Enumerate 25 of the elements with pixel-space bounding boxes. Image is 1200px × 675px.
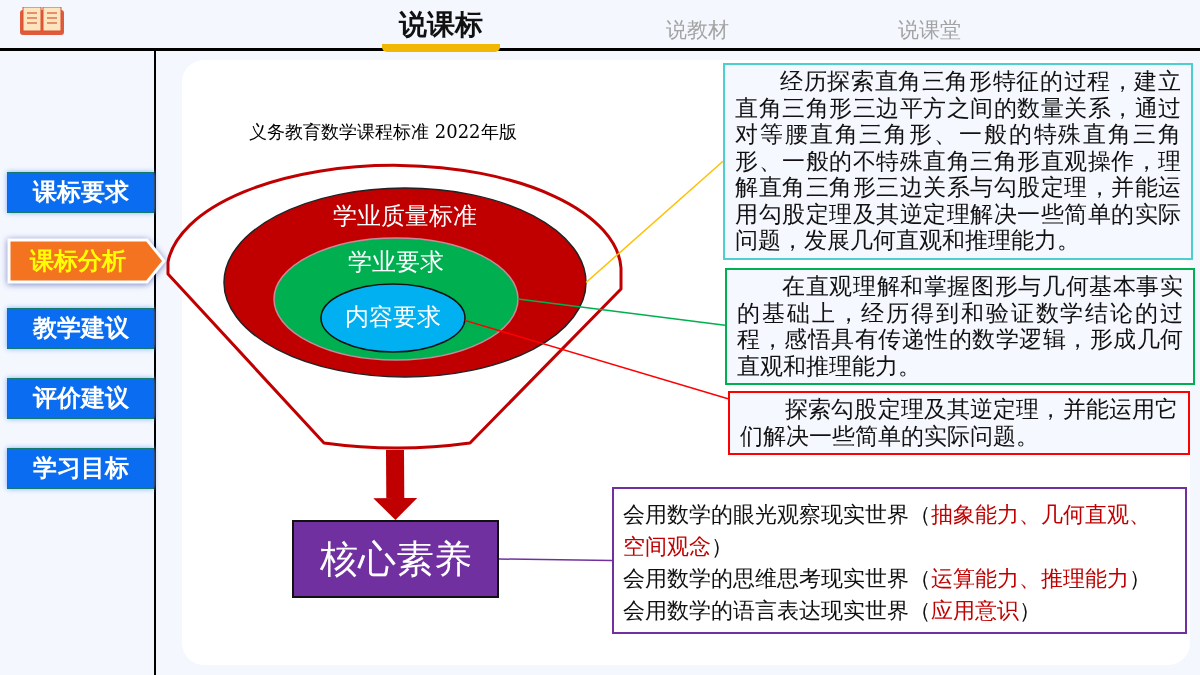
connector-line [498, 558, 613, 562]
arrow [373, 449, 418, 520]
menu-button: 学习目标 [7, 448, 154, 489]
connector-line [517, 298, 726, 327]
text-line: 会用数学的眼光观察现实世界（抽象能力、几何直观、空间观念） [623, 501, 1152, 561]
menu-button: 课标要求 [7, 172, 154, 213]
text-box: 经历探索直角三角形特征的过程，建立直角三角形三边平方之间的数量关系，通过对等腰直角三角形、一般的特殊直角三角形、一般的不特殊直角三角形直观操作，理解直角三角形三边关系与勾股定理，并能运用勾股定理及其逆定理解决一些简单的实际问题，发展几何直观和推理能力。 [723, 63, 1193, 260]
menu-button: 教学建议 [7, 308, 154, 349]
layer-label: 内容要求 [345, 302, 441, 333]
layer-label: 学业要求 [348, 247, 444, 278]
tab-label: 说课堂 [896, 17, 962, 44]
menu-button: 课标分析 [7, 238, 167, 284]
connector-line [464, 319, 729, 400]
text-line: 会用数学的思维思考现实世界（运算能力、推理能力） [623, 565, 1152, 593]
text-box [612, 487, 1187, 634]
layer-label: 学业质量标准 [333, 201, 477, 232]
text-line: 会用数学的语言表达现实世界（应用意识） [623, 597, 1042, 625]
tab: 说课标 [382, 6, 500, 52]
tab-label: 说教材 [664, 17, 730, 44]
diagram-title: 义务教育数学课程标准 2022年版 [249, 120, 517, 144]
connector-line [585, 160, 724, 284]
text-box: 在直观理解和掌握图形与几何基本事实的基础上，经历得到和验证数学结论的过程，感悟具有传递性的数学逻辑，形成几何直观和推理能力。 [725, 268, 1195, 385]
concept-box: 核心素养 [292, 520, 499, 598]
menu-button: 评价建议 [7, 378, 154, 419]
text-box: 探索勾股定理及其逆定理，并能运用它们解决一些简单的实际问题。 [728, 391, 1190, 455]
